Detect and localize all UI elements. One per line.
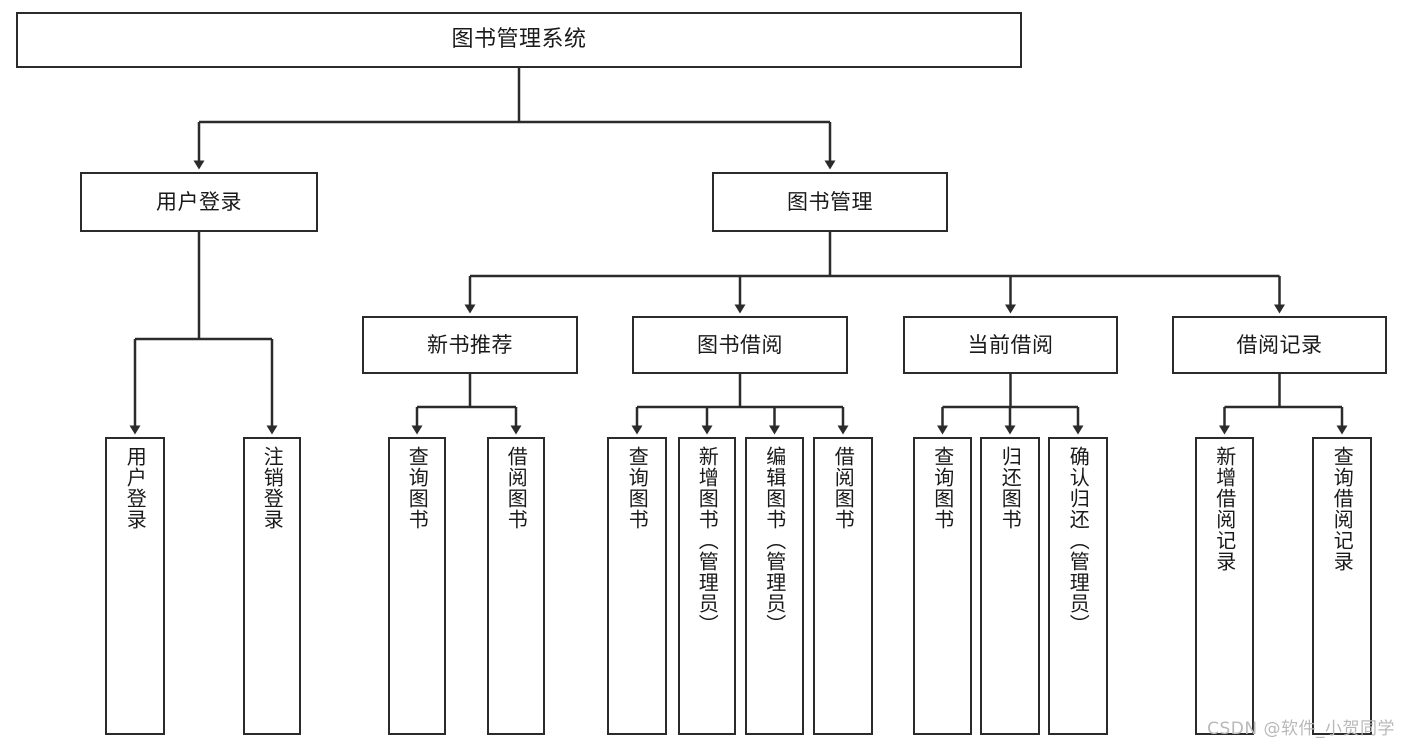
leaf-bb-query-book[interactable]: 查询图书 <box>607 437 667 735</box>
leaf-user-logout[interactable]: 注销登录 <box>243 437 301 735</box>
node-label: 查询图书 <box>625 446 650 530</box>
node-label: 注销登录 <box>260 446 285 530</box>
leaf-br-query-record[interactable]: 查询借阅记录 <box>1312 437 1372 735</box>
node-root-system[interactable]: 图书管理系统 <box>16 12 1022 68</box>
leaf-bb-edit-book-admin[interactable]: 编辑图书（管理员） <box>745 437 804 735</box>
node-label: 用户登录 <box>123 446 148 530</box>
node-user-login[interactable]: 用户登录 <box>80 172 318 232</box>
leaf-br-add-record[interactable]: 新增借阅记录 <box>1195 437 1254 735</box>
leaf-cb-return-book[interactable]: 归还图书 <box>980 437 1040 735</box>
node-label: 当前借阅 <box>967 332 1054 357</box>
node-label: 确认归还（管理员） <box>1066 446 1091 635</box>
leaf-user-login[interactable]: 用户登录 <box>105 437 165 735</box>
node-label: 查询借阅记录 <box>1330 446 1355 572</box>
node-label: 新增借阅记录 <box>1212 446 1237 572</box>
node-book-borrowing[interactable]: 图书借阅 <box>632 316 848 374</box>
leaf-cb-confirm-return-admin[interactable]: 确认归还（管理员） <box>1048 437 1108 735</box>
node-label: 用户登录 <box>156 189 242 214</box>
node-label: 图书管理系统 <box>451 27 587 53</box>
leaf-bb-add-book-admin[interactable]: 新增图书（管理员） <box>678 437 736 735</box>
csdn-watermark: CSDN @软件_小贺同学 <box>1207 719 1395 739</box>
node-new-book-recommendation[interactable]: 新书推荐 <box>362 316 578 374</box>
node-label: 借阅记录 <box>1236 332 1323 357</box>
node-current-borrowing[interactable]: 当前借阅 <box>903 316 1118 374</box>
node-label: 借阅图书 <box>831 446 856 530</box>
node-label: 新增图书（管理员） <box>695 446 720 635</box>
node-label: 查询图书 <box>405 446 430 530</box>
node-label: 编辑图书（管理员） <box>762 446 787 635</box>
leaf-cb-query-book[interactable]: 查询图书 <box>913 437 972 735</box>
node-label: 新书推荐 <box>427 332 513 357</box>
node-label: 图书管理 <box>787 189 873 214</box>
node-borrowing-records[interactable]: 借阅记录 <box>1172 316 1387 374</box>
node-label: 归还图书 <box>998 446 1023 530</box>
leaf-bb-borrow-book[interactable]: 借阅图书 <box>813 437 873 735</box>
node-label: 借阅图书 <box>504 446 529 530</box>
node-label: 图书借阅 <box>697 332 783 357</box>
node-book-management[interactable]: 图书管理 <box>712 172 948 232</box>
leaf-rec-borrow-book[interactable]: 借阅图书 <box>487 437 545 735</box>
leaf-rec-query-book[interactable]: 查询图书 <box>388 437 446 735</box>
node-label: 查询图书 <box>930 446 955 530</box>
